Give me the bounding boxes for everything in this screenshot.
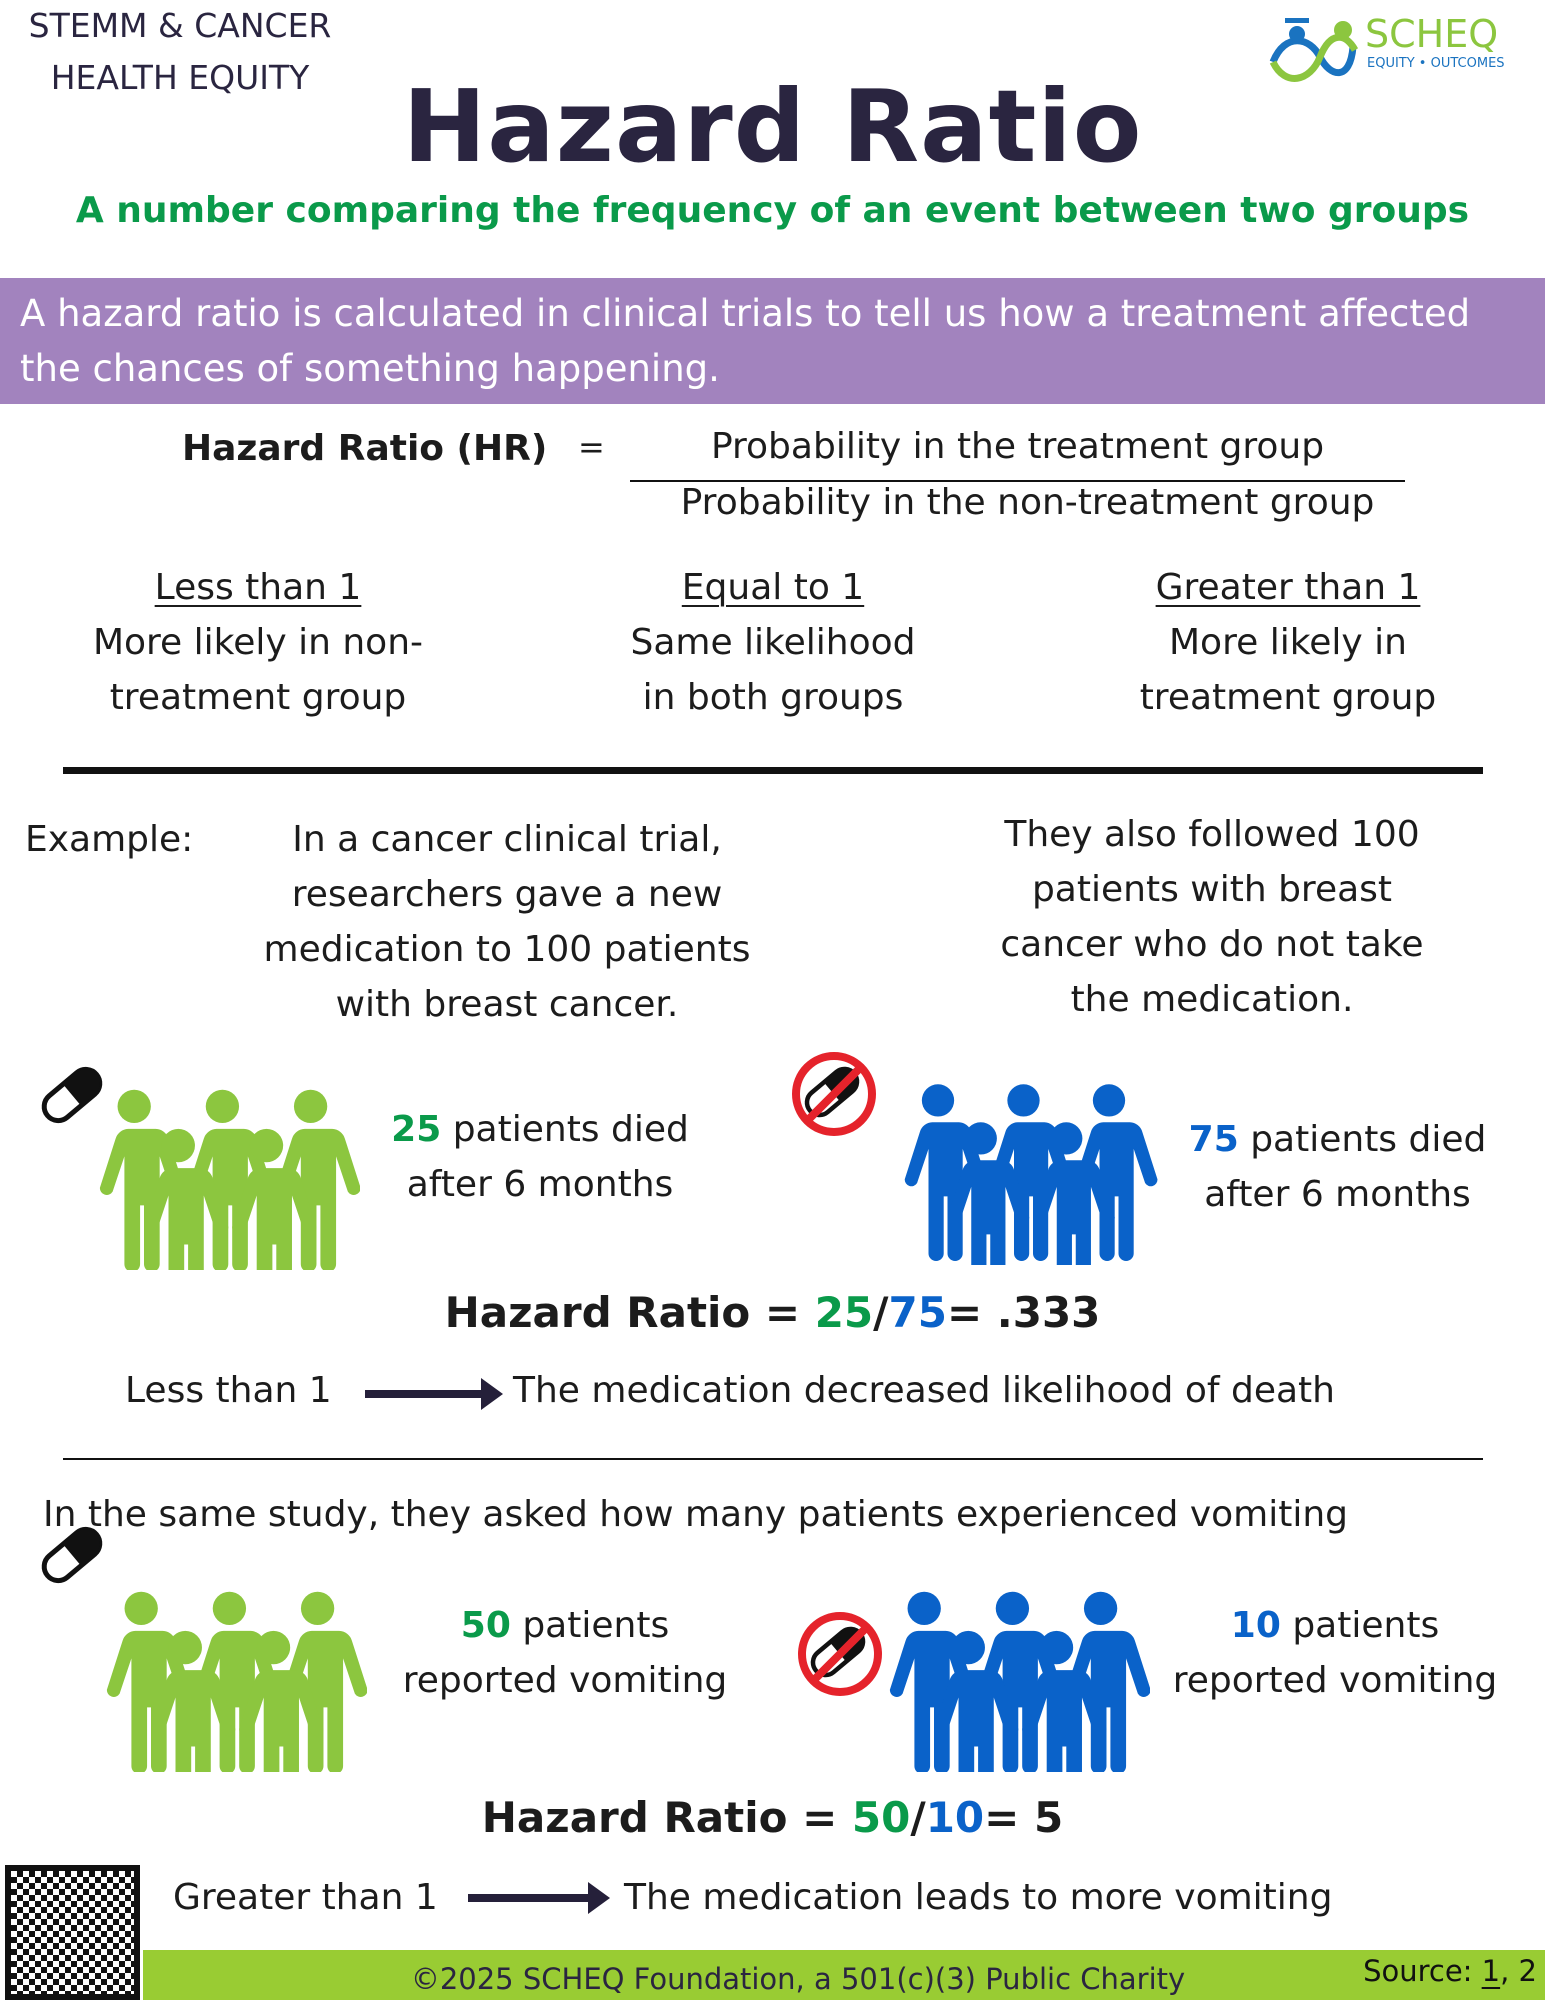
conclusion-text: The medication decreased likelihood of d…: [513, 1370, 1335, 1411]
text-span: patients died: [441, 1109, 689, 1150]
text-span: patients: [1280, 1605, 1440, 1646]
fraction-bar: [630, 480, 1405, 482]
hr-denominator: 10: [925, 1793, 985, 1842]
copyright: ©2025 SCHEQ Foundation, a 501(c)(3) Publ…: [410, 1962, 1186, 1996]
meaning-equal-to-1: Equal to 1 Same likelihood in both groups: [543, 560, 1003, 725]
conclusion-label: Less than 1: [125, 1370, 332, 1411]
formula-denominator: Probability in the non-treatment group: [680, 482, 1375, 523]
text-line: They also followed 100: [1004, 814, 1420, 855]
hazard-ratio-vomiting: Hazard Ratio = 50/10= 5: [0, 1793, 1545, 1842]
meaning-text: Same likelihood: [630, 622, 916, 663]
page-title: Hazard Ratio: [402, 68, 1143, 185]
meaning-text: treatment group: [1139, 677, 1437, 718]
conclusion-label: Greater than 1: [173, 1877, 438, 1918]
text-line: patients with breast: [1031, 869, 1393, 910]
text-span: Hazard Ratio =: [481, 1793, 852, 1842]
text-line: 10 patients: [1140, 1598, 1530, 1653]
meaning-text: treatment group: [109, 677, 407, 718]
control-vomiting-count: 10: [1230, 1605, 1281, 1646]
text-line: the medication.: [1070, 979, 1354, 1020]
meaning-heading: Equal to 1: [681, 567, 865, 608]
logo-tagline: EQUITY • OUTCOMES: [1367, 56, 1505, 71]
treated-vomiting-count: 50: [460, 1605, 511, 1646]
conclusion-text: The medication leads to more vomiting: [624, 1877, 1333, 1918]
deaths-control-text: 75 patients died after 6 months: [1150, 1112, 1525, 1222]
no-pill-icon: [790, 1050, 880, 1140]
hr-numerator: 25: [814, 1288, 874, 1337]
meaning-text: in both groups: [642, 677, 904, 718]
logo-mark-icon: [1269, 18, 1359, 82]
meaning-greater-than-1: Greater than 1 More likely in treatment g…: [1058, 560, 1518, 725]
vomiting-control-text: 10 patients reported vomiting: [1140, 1598, 1530, 1708]
vomiting-intro: In the same study, they asked how many p…: [43, 1494, 1348, 1535]
treated-patients-icon: [90, 1070, 360, 1270]
meaning-text: More likely in: [1169, 622, 1407, 663]
no-pill-icon: [796, 1610, 886, 1700]
control-patients-icon: [880, 1572, 1150, 1772]
text-span: /: [873, 1288, 889, 1337]
text-span: patients: [510, 1605, 670, 1646]
text-span: ,: [1500, 1954, 1519, 1988]
intro-banner: A hazard ratio is calculated in clinical…: [0, 278, 1545, 404]
text-span: /: [910, 1793, 926, 1842]
text-line: 75 patients died: [1150, 1112, 1525, 1167]
org-name-line2: HEALTH EQUITY: [50, 58, 310, 97]
example-label: Example:: [25, 819, 194, 860]
formula-label: Hazard Ratio (HR): [182, 428, 548, 469]
treated-patients-icon: [97, 1572, 367, 1772]
text-line: reported vomiting: [1172, 1660, 1498, 1701]
text-line: 50 patients: [370, 1598, 760, 1653]
text-line: with breast cancer.: [335, 984, 679, 1025]
org-name-line1: STEMM & CANCER: [28, 6, 332, 45]
qr-code[interactable]: [5, 1865, 140, 2000]
footer-bar: ©2025 SCHEQ Foundation, a 501(c)(3) Publ…: [143, 1950, 1545, 2000]
hr-result: = 5: [984, 1793, 1064, 1842]
formula-equals: =: [578, 428, 605, 466]
section-divider: [63, 767, 1483, 774]
meaning-heading: Greater than 1: [1155, 567, 1421, 608]
text-span: Hazard Ratio =: [444, 1288, 815, 1337]
text-line: after 6 months: [1204, 1174, 1471, 1215]
meaning-less-than-1: Less than 1 More likely in non-treatment…: [28, 560, 488, 725]
vomiting-treated-text: 50 patients reported vomiting: [370, 1598, 760, 1708]
source-link-1[interactable]: 1: [1481, 1954, 1501, 1988]
arrow-right-icon: [468, 1882, 610, 1914]
control-death-count: 75: [1188, 1119, 1239, 1160]
example-treated-description: In a cancer clinical trial, researchers g…: [207, 812, 807, 1032]
hr-result: = .333: [946, 1288, 1101, 1337]
text-line: reported vomiting: [402, 1660, 728, 1701]
hr-denominator: 75: [888, 1288, 947, 1337]
scheq-logo: SCHEQ EQUITY • OUTCOMES: [1265, 12, 1545, 87]
control-patients-icon: [895, 1065, 1165, 1265]
text-span: patients died: [1238, 1119, 1487, 1160]
section-divider: [63, 1458, 1483, 1460]
meaning-heading: Less than 1: [154, 567, 362, 608]
text-line: after 6 months: [406, 1164, 674, 1205]
text-line: 25 patients died: [350, 1102, 730, 1157]
source-label: Source:: [1363, 1954, 1482, 1988]
deaths-treated-text: 25 patients died after 6 months: [350, 1102, 730, 1212]
source-link-2[interactable]: 2: [1518, 1954, 1537, 1988]
logo-name: SCHEQ: [1365, 12, 1499, 56]
text-line: In a cancer clinical trial,: [292, 819, 722, 860]
arrow-right-icon: [365, 1378, 503, 1410]
text-line: medication to 100 patients: [263, 929, 751, 970]
text-line: researchers gave a new: [291, 874, 723, 915]
treated-death-count: 25: [391, 1109, 442, 1150]
sources: Source: 1, 2: [1363, 1954, 1537, 1988]
formula-numerator: Probability in the treatment group: [710, 426, 1325, 467]
hr-numerator: 50: [851, 1793, 911, 1842]
subtitle: A number comparing the frequency of an e…: [75, 190, 1470, 231]
text-line: cancer who do not take: [1000, 924, 1424, 965]
example-control-description: They also followed 100 patients with brea…: [912, 807, 1512, 1027]
meaning-text: More likely in non-: [92, 622, 424, 663]
hazard-ratio-deaths: Hazard Ratio = 25/75= .333: [0, 1288, 1545, 1337]
